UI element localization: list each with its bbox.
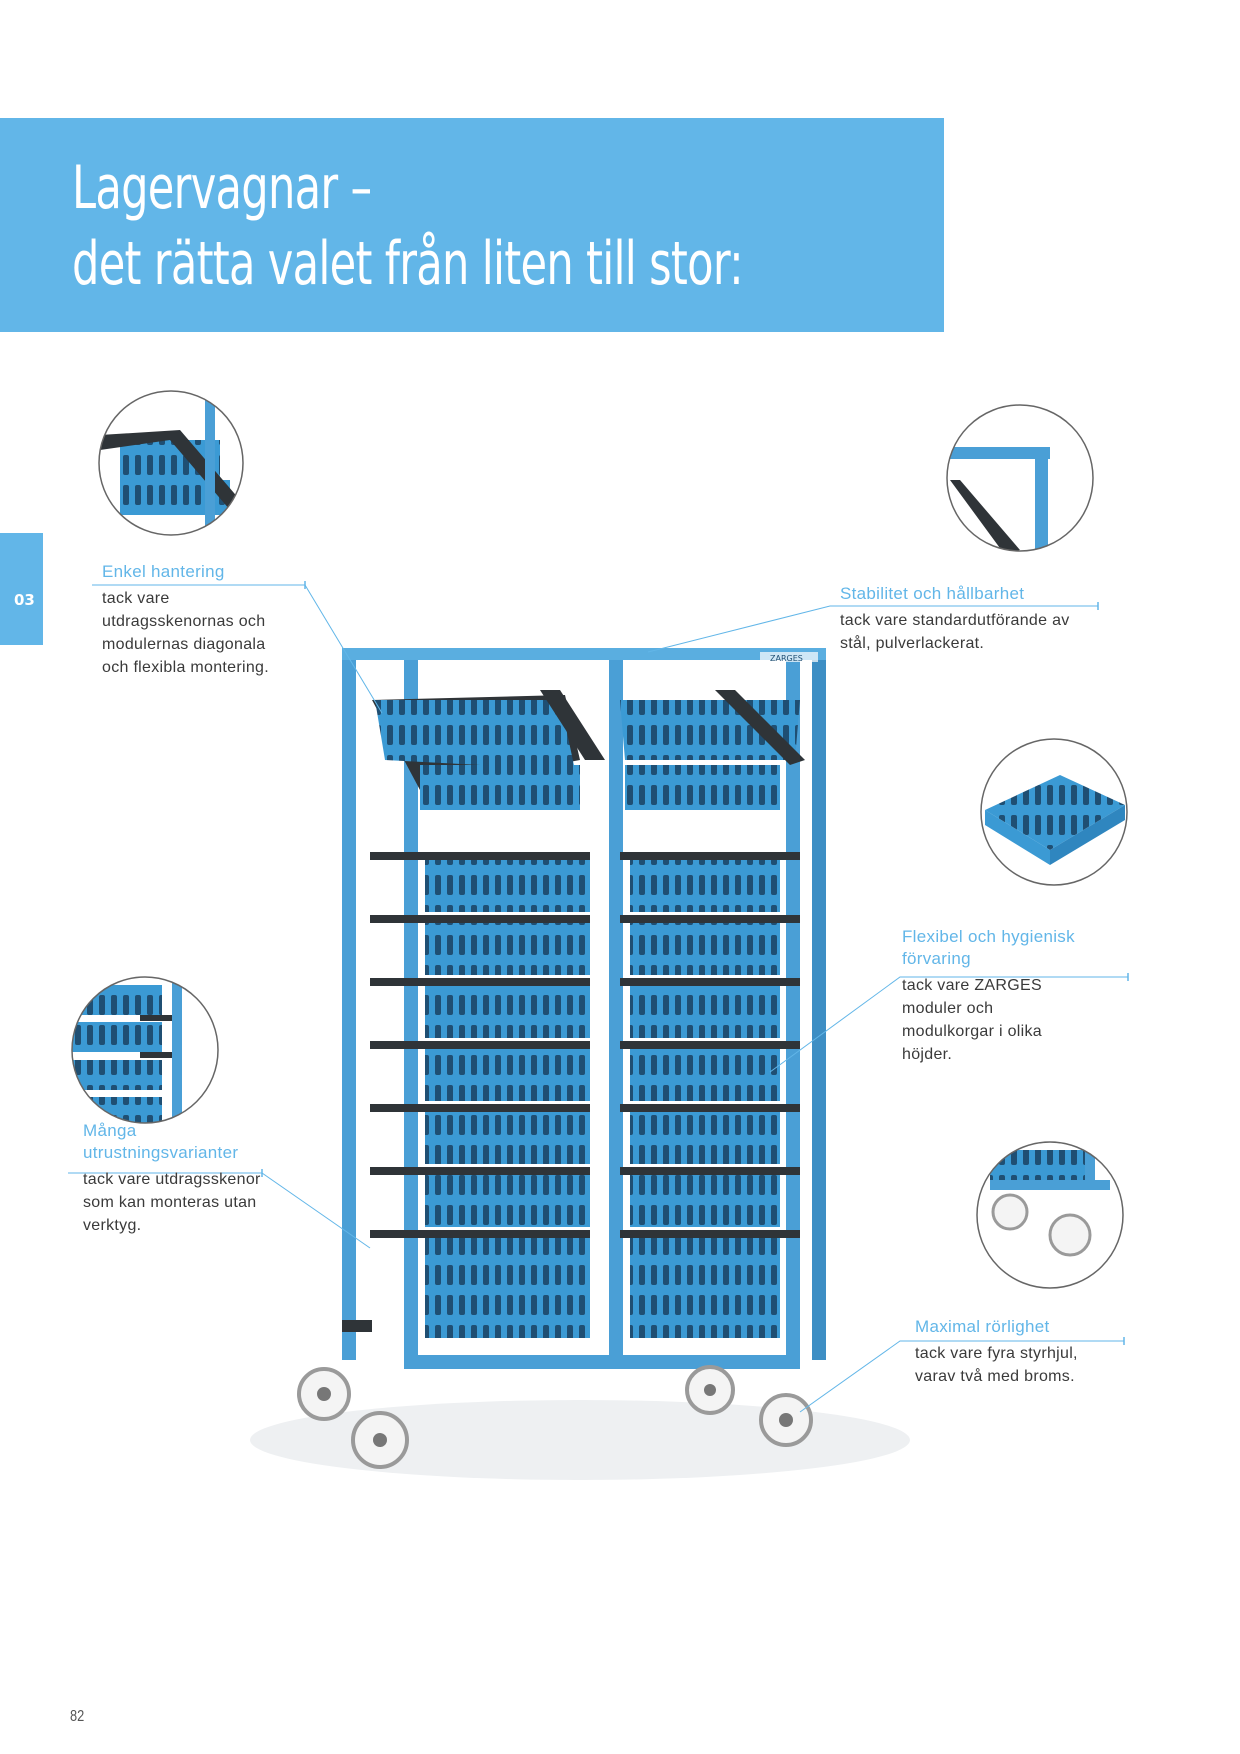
- detail-castor: [976, 1141, 1124, 1289]
- floor-shadow: [250, 1400, 910, 1480]
- feature-text: tack vare utdragsskenornas och modulerna…: [102, 590, 269, 676]
- feature-title: Flexibel och hygienisk förvaring: [902, 927, 1075, 968]
- basket-stack: [370, 852, 800, 1338]
- detail-basket-variants: [71, 976, 219, 1124]
- castor-wheels: [297, 1365, 813, 1469]
- title-banner: [0, 118, 944, 332]
- title-line-2: det rätta valet från liten till stor:: [72, 229, 744, 299]
- feature-title: Stabilitet och hållbarhet: [840, 584, 1025, 603]
- feature-flexibel: Flexibel och hygienisk förvaring tack va…: [902, 926, 1122, 1066]
- detail-brand-corner: [946, 404, 1094, 552]
- callout-end-ticks: [261, 581, 1129, 1345]
- feature-text: tack vare fyra styrhjul, varav två med b…: [915, 1345, 1078, 1385]
- frame-brand-label: ZARGES: [770, 654, 803, 663]
- top-baskets: [372, 690, 805, 810]
- detail-module-basket: [980, 738, 1128, 886]
- page-number: 82: [70, 1708, 85, 1725]
- feature-rorlighet: Maximal rörlighet tack vare fyra styrhju…: [915, 1316, 1125, 1388]
- title-line-1: Lagervagnar –: [72, 153, 372, 223]
- feature-title: Maximal rörlighet: [915, 1317, 1050, 1336]
- feature-text: tack vare utdragsskenor som kan monteras…: [83, 1171, 261, 1234]
- feature-text: tack vare standardutförande av stål, pul…: [840, 612, 1070, 652]
- detail-drawer-slide: [98, 390, 244, 536]
- feature-title: Enkel hantering: [102, 562, 225, 581]
- section-number: 03: [14, 591, 35, 609]
- feature-text: tack vare ZARGES moduler och modulkorgar…: [902, 977, 1042, 1063]
- page-title: Lagervagnar – det rätta valet från liten…: [72, 150, 744, 302]
- feature-title: Många utrustningsvarianter: [83, 1121, 239, 1162]
- feature-stabilitet: Stabilitet och hållbarhet tack vare stan…: [840, 583, 1100, 655]
- trolley-frame: [342, 648, 826, 1369]
- feature-utrustningsvarianter: Många utrustningsvarianter tack vare utd…: [83, 1120, 273, 1237]
- section-tab: 03: [0, 533, 43, 645]
- feature-enkel-hantering: Enkel hantering tack vare utdragsskenorn…: [102, 561, 302, 679]
